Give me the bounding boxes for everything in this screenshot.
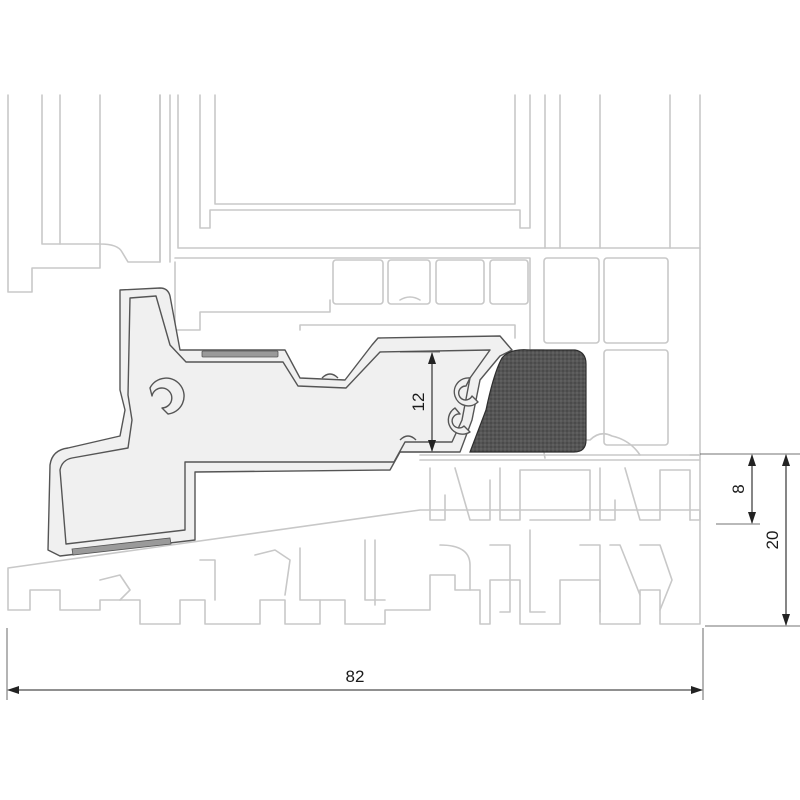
dimension-seal-height: 12: [400, 351, 440, 453]
upper-gasket-strip: [201, 350, 279, 358]
glazing-gaskets: [71, 350, 279, 556]
dimension-label-8: 8: [729, 484, 748, 493]
dimension-threshold-step: 8: [700, 453, 800, 525]
dimension-label-82: 82: [346, 667, 365, 686]
dimension-label-20: 20: [763, 531, 782, 550]
lower-gasket-strip: [71, 537, 172, 556]
upper-sash-outline: [7, 94, 701, 456]
weather-seal: [469, 349, 587, 453]
dimension-threshold-height: 20: [705, 454, 800, 627]
dimension-label-12: 12: [409, 393, 428, 412]
seal-block: [469, 349, 587, 453]
sash-profile: [47, 287, 513, 557]
threshold-frame: [7, 432, 701, 625]
dimension-overall-width: 82: [6, 628, 704, 700]
